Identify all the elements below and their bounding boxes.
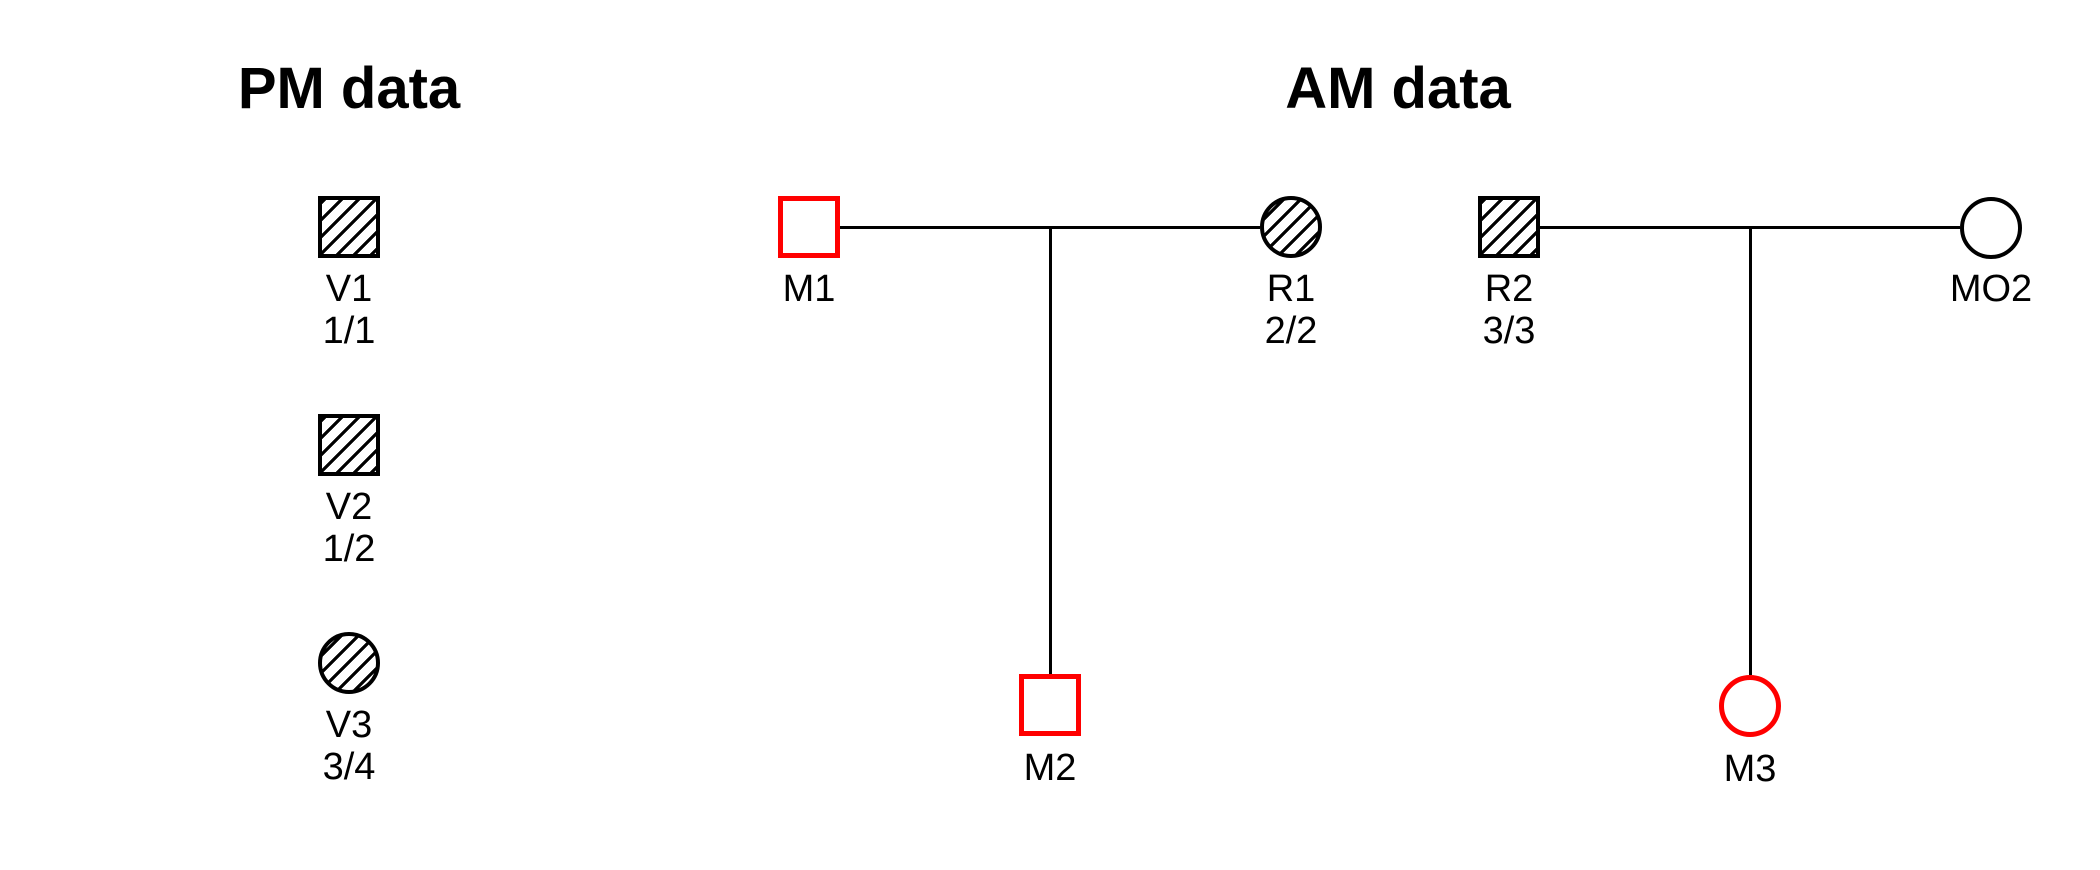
reference-r1-label-block: R1 2/2	[1191, 268, 1391, 352]
family1-descent-line	[1049, 227, 1052, 675]
victim-v3-genotype: 3/4	[322, 746, 376, 788]
reference-r2-genotype: 3/3	[1482, 310, 1536, 352]
relative-mo2-label-block: MO2	[1891, 268, 2091, 310]
missing-person-m3-label-block: M3	[1650, 748, 1850, 790]
victim-v3-hatched-circle-symbol	[318, 632, 380, 694]
family2-descent-line	[1749, 227, 1752, 675]
victim-v2-genotype: 1/2	[322, 528, 376, 570]
victim-v1-hatched-square-symbol	[318, 196, 380, 258]
reference-r2-id: R2	[1484, 268, 1534, 310]
missing-person-m1-label-block: M1	[709, 268, 909, 310]
victim-v1-genotype: 1/1	[322, 310, 376, 352]
victim-v2-hatched-square-symbol	[318, 414, 380, 476]
victim-v1-id: V1	[325, 268, 373, 310]
am-section-title: AM data	[1285, 56, 1511, 121]
victim-v1-label-block: V1 1/1	[249, 268, 449, 352]
reference-r2-label-block: R2 3/3	[1409, 268, 1609, 352]
relative-mo2-id: MO2	[1949, 268, 2033, 310]
missing-person-m1-id: M1	[782, 268, 836, 310]
reference-r1-hatched-circle-symbol	[1260, 196, 1322, 258]
victim-v3-label-block: V3 3/4	[249, 704, 449, 788]
reference-r1-id: R1	[1266, 268, 1316, 310]
missing-person-m3-red-circle-symbol	[1719, 675, 1781, 737]
reference-r1-genotype: 2/2	[1264, 310, 1318, 352]
victim-v2-id: V2	[325, 486, 373, 528]
relative-mo2-open-circle-symbol	[1960, 197, 2022, 259]
victim-v3-id: V3	[325, 704, 373, 746]
missing-person-m2-id: M2	[1023, 747, 1077, 789]
missing-person-m2-red-square-symbol	[1019, 674, 1081, 736]
missing-person-m1-red-square-symbol	[778, 196, 840, 258]
pm-section-title: PM data	[237, 56, 461, 121]
missing-person-m3-id: M3	[1723, 748, 1777, 790]
victim-v2-label-block: V2 1/2	[249, 486, 449, 570]
reference-r2-hatched-square-symbol	[1478, 196, 1540, 258]
missing-person-m2-label-block: M2	[950, 747, 1150, 789]
